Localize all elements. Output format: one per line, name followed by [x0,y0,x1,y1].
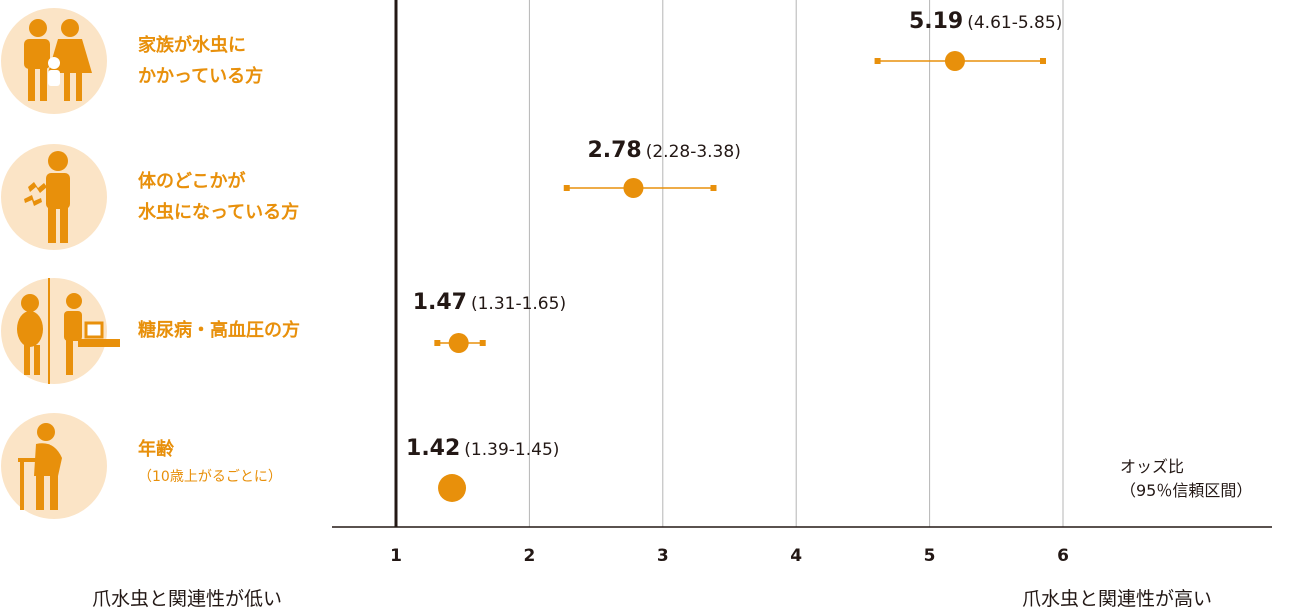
row-label-line: 体のどこかが [138,171,246,192]
row-label-line: 水虫になっている方 [138,202,300,223]
ci-low-cap [434,340,441,346]
odds-ratio-value: 2.78 [587,138,641,163]
ci-low-cap [874,58,881,64]
row-label: 家族が水虫にかかっている方 [138,30,263,92]
row-label-line: 糖尿病・高血圧の方 [138,320,300,341]
x-tick-label: 1 [390,546,402,566]
row-label-line: かかっている方 [138,66,264,87]
odds-ratio-point [438,474,467,502]
x-tick-label: 2 [523,546,535,566]
odds-ratio-value: 1.47 [413,290,467,315]
family-icon [24,19,92,101]
x-tick-label: 6 [1057,546,1069,566]
elderly-person-icon [18,423,62,510]
ci-high-cap [710,185,717,191]
row-label: 体のどこかが水虫になっている方 [138,166,299,228]
legend-title: オッズ比 [1120,457,1185,476]
x-tick-label: 3 [657,546,669,566]
value-label: 5.19(4.61-5.85) [909,9,1062,34]
high-association-label: 爪水虫と関連性が高い [1022,588,1213,610]
odds-ratio-point [448,333,469,353]
value-label: 1.42(1.39-1.45) [406,436,559,461]
row-label-line: 年齢 [138,439,174,460]
confidence-interval: (4.61-5.85) [967,13,1062,33]
ci-high-cap [479,340,486,346]
itching-person-icon [24,151,70,243]
x-tick-label: 5 [924,546,936,566]
confidence-interval: (1.31-1.65) [471,294,566,314]
row-label-line: 家族が水虫に [138,35,246,56]
value-label: 1.47(1.31-1.65) [413,290,566,315]
row-label: 糖尿病・高血圧の方 [138,315,300,346]
row-label: 年齢 （10歳上がるごとに） [138,434,282,489]
odds-ratio-value: 1.42 [406,436,460,461]
confidence-interval: (2.28-3.38) [646,142,741,162]
legend-subtitle: （95％信頼区間） [1120,481,1253,500]
ci-high-cap [1039,58,1046,64]
odds-ratio-point [944,51,965,71]
odds-ratio-value: 5.19 [909,9,963,34]
row-label-note: （10歳上がるごとに） [138,469,282,485]
odds-ratio-point [623,178,644,198]
value-label: 2.78(2.28-3.38) [587,138,740,163]
blood-pressure-icon [17,278,120,384]
legend: オッズ比 （95％信頼区間） [1120,455,1252,503]
x-tick-label: 4 [790,546,802,566]
confidence-interval: (1.39-1.45) [464,440,559,460]
ci-low-cap [563,185,570,191]
low-association-label: 爪水虫と関連性が低い [92,588,283,610]
